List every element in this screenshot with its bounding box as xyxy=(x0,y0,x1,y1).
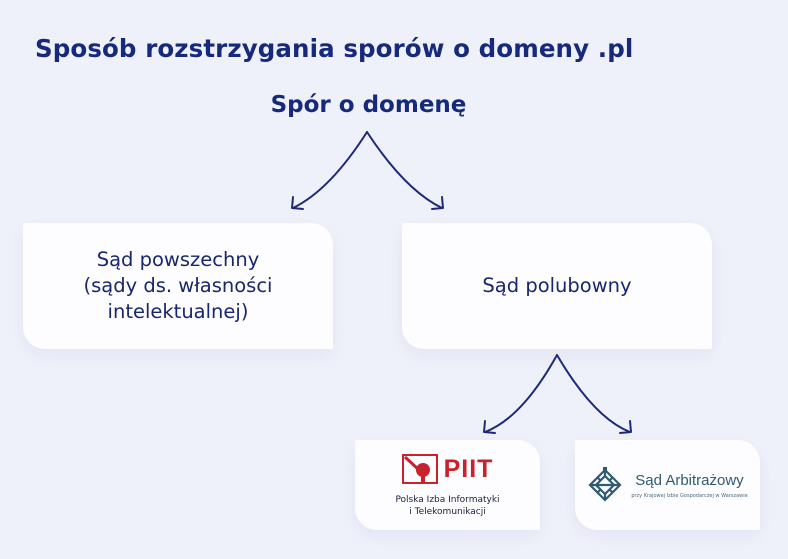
sad-arbitrazowy-logo: Sąd Arbitrażowy przy Krajowej Izbie Gosp… xyxy=(587,467,748,503)
court-node: Sąd powszechny (sądy ds. własności intel… xyxy=(23,223,333,349)
arrow-to-sad xyxy=(556,354,631,433)
sad-arbitrazowy-emblem-icon xyxy=(588,467,622,502)
arrowhead-arbitration xyxy=(431,196,444,210)
piit-logo: PIIT Polska Izba Informatyki i Telekomun… xyxy=(395,454,500,518)
piit-node: PIIT Polska Izba Informatyki i Telekomun… xyxy=(355,440,540,530)
page-title: Sposób rozstrzygania sporów o domeny .pl xyxy=(35,34,634,63)
piit-emblem-icon xyxy=(401,454,438,484)
court-line-1: Sąd powszechny xyxy=(96,248,260,271)
arbitration-node: Sąd polubowny xyxy=(402,223,712,349)
arrow-to-piit xyxy=(484,354,558,433)
sad-arbitrazowy-node: Sąd Arbitrażowy przy Krajowej Izbie Gosp… xyxy=(575,440,760,530)
sad-arbitrazowy-subtext: przy Krajowej Izbie Gospodarczej w Warsz… xyxy=(631,492,748,499)
court-line-3: intelektualnej) xyxy=(107,300,249,323)
arrow-to-arbitration xyxy=(366,131,443,209)
court-line-2: (sądy ds. własności xyxy=(83,274,273,297)
arrowhead-piit xyxy=(483,420,496,434)
court-node-text: Sąd powszechny (sądy ds. własności intel… xyxy=(84,247,273,325)
sad-arbitrazowy-logo-text: Sąd Arbitrażowy xyxy=(635,471,744,489)
arrow-to-court xyxy=(292,131,368,209)
arbitration-node-label: Sąd polubowny xyxy=(482,274,632,297)
root-node-label: Spór o domenę xyxy=(270,92,467,118)
arrowhead-sad xyxy=(619,420,632,434)
piit-full-name: Polska Izba Informatyki i Telekomunikacj… xyxy=(395,495,500,517)
arrowhead-court xyxy=(291,196,304,210)
piit-logo-text: PIIT xyxy=(443,455,494,483)
